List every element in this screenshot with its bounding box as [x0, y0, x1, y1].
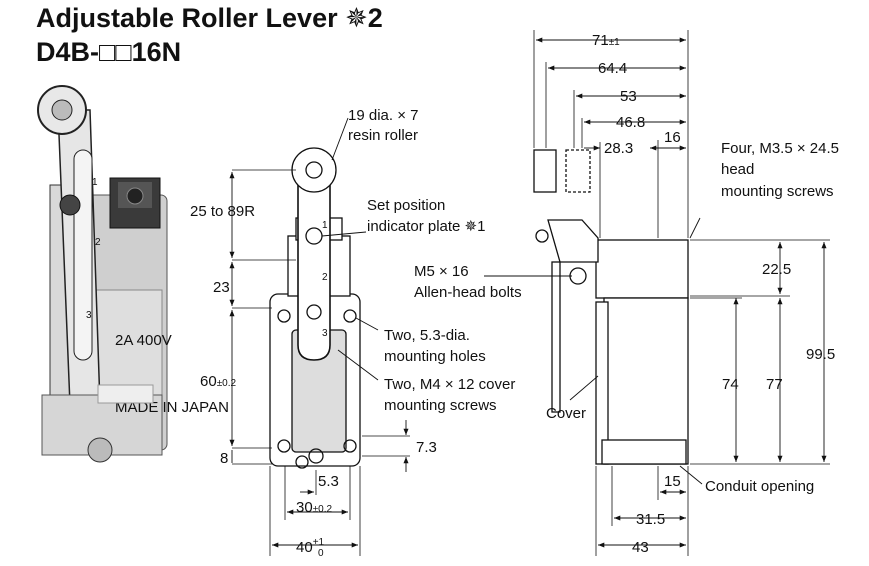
- photo-lever-num-3: 3: [86, 310, 92, 321]
- cover-screws-note-1: Two, M4 × 12 cover: [384, 376, 515, 393]
- dim-74: 74: [722, 376, 739, 393]
- dim-64-4: 64.4: [598, 60, 627, 77]
- side-body: [603, 297, 689, 465]
- side-lever-arm: [547, 219, 599, 263]
- dim-7-3: 7.3: [416, 439, 437, 456]
- front-conduit: [308, 448, 324, 464]
- front-roller: [291, 147, 337, 193]
- conduit-cap: [87, 437, 113, 463]
- dim-53: 53: [620, 88, 637, 105]
- front-mount-hole-bottom-r: [343, 439, 357, 453]
- roller-note-2: resin roller: [348, 127, 418, 144]
- front-conduit-2: [295, 455, 309, 469]
- product-model: D4B-□□16N: [36, 37, 182, 67]
- cover-note: Cover: [546, 405, 586, 422]
- side-view: [484, 30, 830, 556]
- lever-bolt: [59, 194, 81, 216]
- holes-note-2: mounting holes: [384, 348, 486, 365]
- dim-71: 71±1: [592, 32, 620, 49]
- dim-43: 43: [632, 539, 649, 556]
- dim-99-5: 99.5: [806, 346, 835, 363]
- product-photo: 1 2 3 2A 400V MADE IN JAPAN: [37, 85, 229, 463]
- side-roller: [533, 149, 557, 193]
- dim-31-5: 31.5: [636, 511, 665, 528]
- side-roller-alt: [565, 149, 591, 193]
- head-screws-note-1: Four, M3.5 × 24.5: [721, 140, 839, 157]
- dim-16: 16: [664, 129, 681, 146]
- photo-lever-num-2: 2: [95, 237, 101, 248]
- roller-note-1: 19 dia. × 7: [348, 107, 418, 124]
- roller-hub: [51, 99, 73, 121]
- dim-28-3: 28.3: [604, 140, 633, 157]
- bolts-note-1: M5 × 16: [414, 263, 469, 280]
- front-mount-hole-top-r: [343, 309, 357, 323]
- bolts-note-2: Allen-head bolts: [414, 284, 522, 301]
- dim-lever-range: 25 to 89R: [190, 203, 255, 220]
- front-plate-marker: [306, 304, 322, 320]
- side-bolt-2: [535, 229, 549, 243]
- front-view: [229, 117, 410, 556]
- cover-screws-note-2: mounting screws: [384, 397, 497, 414]
- dim-46-8: 46.8: [616, 114, 645, 131]
- lever-slot: [73, 149, 93, 361]
- dim-40-tol-lower: 0: [318, 548, 324, 559]
- plate-num-3: 3: [322, 328, 328, 339]
- dim-5-3: 5.3: [318, 473, 339, 490]
- dim-23: 23: [213, 279, 230, 296]
- dim-60: 60±0.2: [200, 373, 237, 390]
- dim-8: 8: [220, 450, 228, 467]
- side-allen-bolt: [569, 267, 587, 285]
- dim-15: 15: [664, 473, 681, 490]
- front-lever-bolt: [305, 227, 323, 245]
- holes-note-1: Two, 5.3-dia.: [384, 327, 470, 344]
- head-screw: [126, 187, 144, 205]
- dim-40: 40+1: [296, 537, 325, 556]
- dim-22-5: 22.5: [762, 261, 791, 278]
- photo-nameplate: [97, 384, 154, 404]
- front-lever: [297, 169, 331, 361]
- front-mount-hole-bottom: [277, 439, 291, 453]
- indicator-note-1: Set position: [367, 197, 445, 214]
- indicator-note-2: indicator plate ✵1: [367, 218, 485, 235]
- plate-num-1: 1: [322, 220, 328, 231]
- head-screws-note-2: head: [721, 161, 754, 178]
- side-lever: [551, 261, 561, 413]
- front-roller-hub: [305, 161, 323, 179]
- dim-77: 77: [766, 376, 783, 393]
- photo-lever-num-1: 1: [92, 177, 98, 188]
- plate-num-2: 2: [322, 272, 328, 283]
- dim-30: 30±0.2: [296, 499, 333, 516]
- front-mount-hole-top: [277, 309, 291, 323]
- photo-rating: 2A 400V: [115, 332, 172, 349]
- side-head: [595, 239, 689, 299]
- conduit-note: Conduit opening: [705, 478, 814, 495]
- head-screws-note-3: mounting screws: [721, 183, 834, 200]
- product-title: Adjustable Roller Lever ✵2: [36, 3, 383, 33]
- side-base: [601, 439, 687, 465]
